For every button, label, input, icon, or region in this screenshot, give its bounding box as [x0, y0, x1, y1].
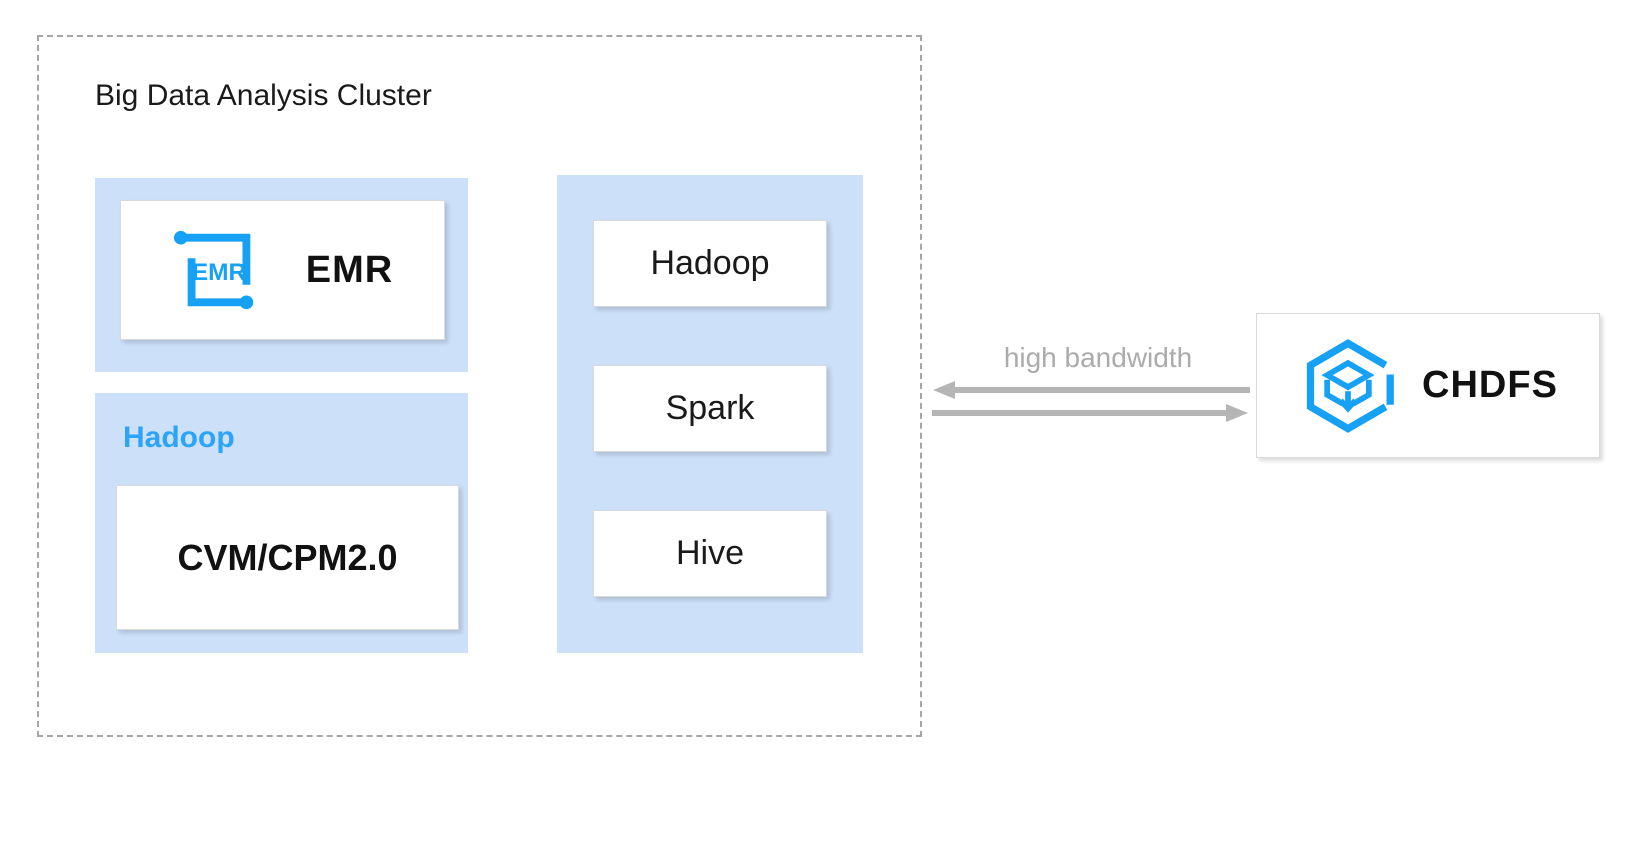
hadoop-panel: Hadoop CVM/CPM2.0 [95, 393, 468, 653]
cluster-boundary: Big Data Analysis Cluster EMR EMR Hadoop… [37, 35, 922, 737]
bandwidth-arrows [932, 381, 1250, 422]
emr-icon-text: EMR [192, 259, 247, 286]
bandwidth-label: high bandwidth [1003, 342, 1193, 373]
chdfs-icon [1306, 338, 1394, 433]
emr-icon: EMR [173, 230, 254, 310]
services-panel: Hadoop Spark Hive [557, 175, 863, 653]
hadoop-panel-label: Hadoop [123, 421, 235, 454]
emr-panel: EMR EMR [95, 178, 468, 372]
service-card-spark: Spark [593, 365, 827, 452]
cvm-card: CVM/CPM2.0 [116, 485, 459, 630]
cvm-card-label: CVM/CPM2.0 [177, 536, 398, 578]
service-card-hadoop: Hadoop [593, 220, 827, 307]
service-card-label: Hive [675, 534, 745, 572]
emr-card-label: EMR [305, 248, 394, 291]
emr-card: EMR EMR [120, 200, 445, 340]
chdfs-card-label: CHDFS [1422, 364, 1558, 406]
arrow-right-icon [932, 404, 1248, 422]
service-card-hive: Hive [593, 510, 827, 597]
chdfs-card: CHDFS [1256, 313, 1600, 458]
cluster-title: Big Data Analysis Cluster [95, 79, 432, 112]
arrow-left-icon [933, 381, 1250, 399]
service-card-label: Hadoop [650, 244, 770, 282]
service-card-label: Spark [665, 389, 755, 427]
